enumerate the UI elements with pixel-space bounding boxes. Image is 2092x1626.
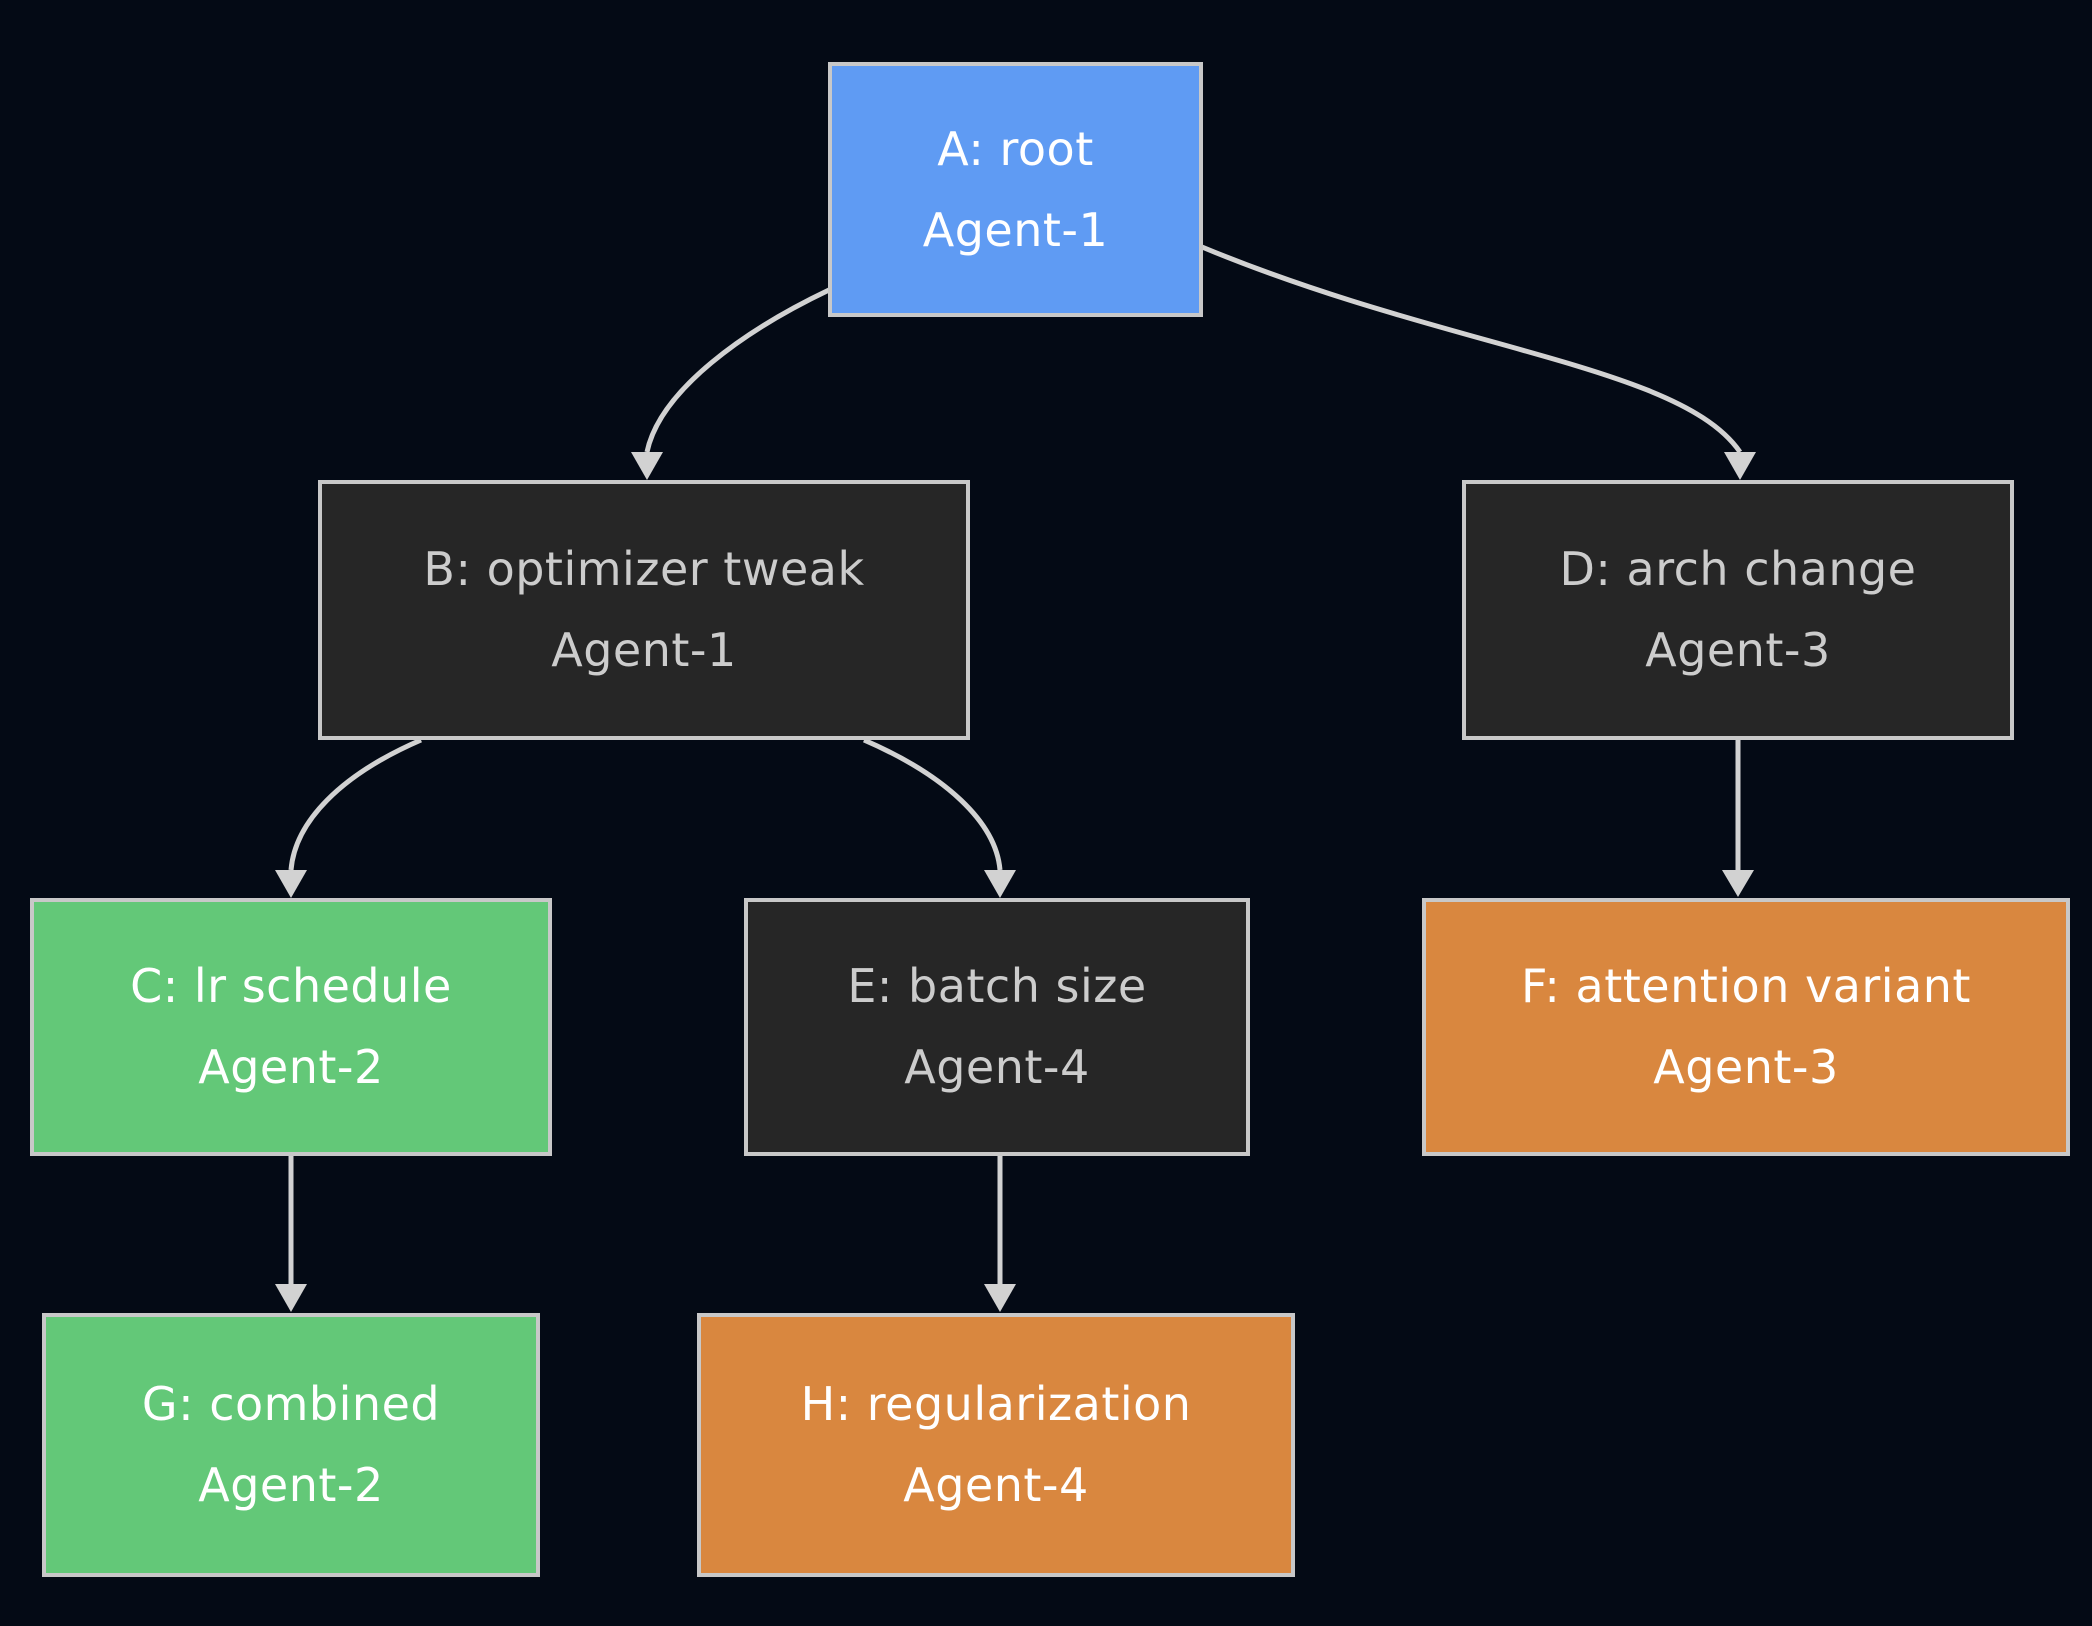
edge-B-E [863, 737, 1003, 871]
node-agent-label: Agent-4 [903, 1458, 1089, 1512]
edge-B-C [288, 737, 422, 871]
node-c-lr-schedule: C: lr schedule Agent-2 [30, 898, 552, 1156]
node-g-combined: G: combined Agent-2 [42, 1313, 540, 1577]
node-b-optimizer-tweak: B: optimizer tweak Agent-1 [318, 480, 970, 740]
edge-A-B-arrowhead-icon [631, 452, 663, 480]
node-label: B: optimizer tweak [423, 542, 865, 597]
node-label: E: batch size [847, 959, 1147, 1014]
node-label: H: regularization [800, 1377, 1192, 1432]
node-label: F: attention variant [1521, 959, 1971, 1014]
node-f-attention-variant: F: attention variant Agent-3 [1422, 898, 2070, 1156]
node-label: G: combined [141, 1377, 441, 1432]
node-agent-label: Agent-2 [198, 1040, 384, 1094]
edge-B-C-arrowhead-icon [275, 870, 307, 898]
node-agent-label: Agent-3 [1645, 623, 1831, 677]
node-label: D: arch change [1559, 542, 1917, 597]
node-agent-label: Agent-3 [1653, 1040, 1839, 1094]
edge-D-F-arrowhead-icon [1722, 870, 1754, 897]
edge-C-G-arrowhead-icon [275, 1284, 307, 1312]
node-a-root: A: root Agent-1 [828, 62, 1203, 317]
edge-A-D [1201, 244, 1743, 454]
node-agent-label: Agent-1 [551, 623, 737, 677]
node-agent-label: Agent-4 [904, 1040, 1090, 1094]
edge-A-D-arrowhead-icon [1724, 452, 1756, 480]
node-label: C: lr schedule [130, 959, 452, 1014]
node-e-batch-size: E: batch size Agent-4 [744, 898, 1250, 1156]
edge-A-B [644, 287, 831, 453]
node-d-arch-change: D: arch change Agent-3 [1462, 480, 2014, 740]
node-agent-label: Agent-2 [198, 1458, 384, 1512]
node-h-regularization: H: regularization Agent-4 [697, 1313, 1295, 1577]
edge-E-H-arrowhead-icon [984, 1284, 1016, 1312]
node-agent-label: Agent-1 [922, 202, 1109, 257]
node-label: A: root [937, 121, 1094, 176]
edge-B-E-arrowhead-icon [984, 870, 1016, 898]
